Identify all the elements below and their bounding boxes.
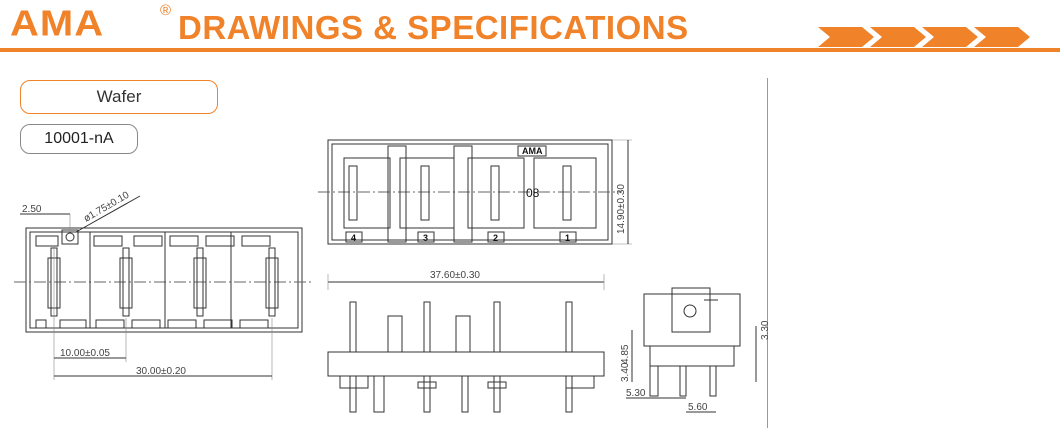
part-number-label: 10001-nA	[20, 124, 138, 154]
dim-2-50: 2.50	[22, 204, 42, 215]
pin-label-3: 3	[423, 233, 428, 243]
dim-height: 14.90±0.30	[616, 184, 627, 234]
brand-mark: AMA	[522, 146, 543, 156]
registered-mark: ®	[160, 2, 172, 19]
top-view-drawing	[14, 195, 312, 380]
dim-pitch: 10.00±0.05	[60, 348, 110, 359]
category-label: Wafer	[20, 80, 218, 114]
plan-view-drawing	[318, 139, 632, 245]
header: AMA ® DRAWINGS & SPECIFICATIONS	[0, 0, 1060, 56]
header-rule	[0, 48, 1060, 52]
page-title: DRAWINGS & SPECIFICATIONS	[178, 9, 689, 46]
side-view-drawing	[327, 274, 605, 413]
end-view-drawing	[626, 287, 757, 413]
dim-5-30: 5.30	[626, 388, 646, 399]
dim-4-85: 4.85	[620, 344, 631, 364]
pin-label-2: 2	[493, 233, 498, 243]
pin-label-1: 1	[565, 233, 570, 243]
dim-3-30: 3.30	[760, 320, 771, 340]
dim-3-40: 3.40	[620, 362, 631, 382]
chevron-arrows-icon	[818, 27, 1030, 47]
panel-divider	[767, 78, 768, 428]
dim-length: 37.60±0.30	[430, 270, 480, 281]
dim-span: 30.00±0.20	[136, 366, 186, 377]
pin-label-4: 4	[351, 233, 356, 243]
circuit-count: 08	[526, 186, 540, 200]
dim-hole: ø1.75±0.10	[82, 190, 132, 225]
dim-5-60: 5.60	[688, 402, 708, 413]
brand-logo: AMA	[10, 4, 105, 44]
